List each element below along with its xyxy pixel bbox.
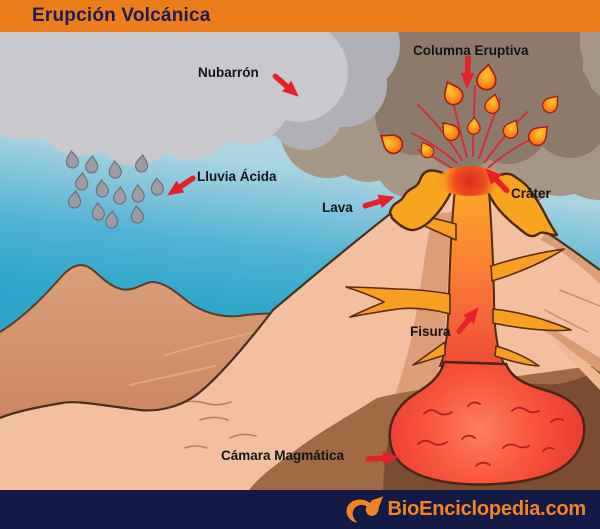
ash-cloud-core — [375, 17, 600, 170]
label-nubarron: Nubarrón — [198, 65, 259, 80]
label-fisura: Fisura — [410, 324, 451, 339]
title-bar: Erupción Volcánica — [0, 0, 600, 32]
footer-bar: BioEnciclopedia.com — [0, 490, 600, 529]
label-columna-eruptiva: Columna Eruptiva — [413, 43, 529, 58]
bioenciclopedia-logo-icon — [346, 495, 383, 523]
label-lluvia-acida: Lluvia Ácida — [197, 169, 277, 184]
label-camara-magmatica: Cámara Magmática — [221, 448, 345, 463]
brand: BioEnciclopedia.com — [344, 493, 586, 527]
crater-glow — [436, 166, 504, 196]
label-crater: Cráter — [511, 186, 551, 201]
magma-chamber — [388, 360, 586, 486]
site-name: BioEnciclopedia.com — [387, 498, 587, 520]
label-lava: Lava — [322, 200, 353, 215]
page-title: Erupción Volcánica — [32, 5, 211, 26]
